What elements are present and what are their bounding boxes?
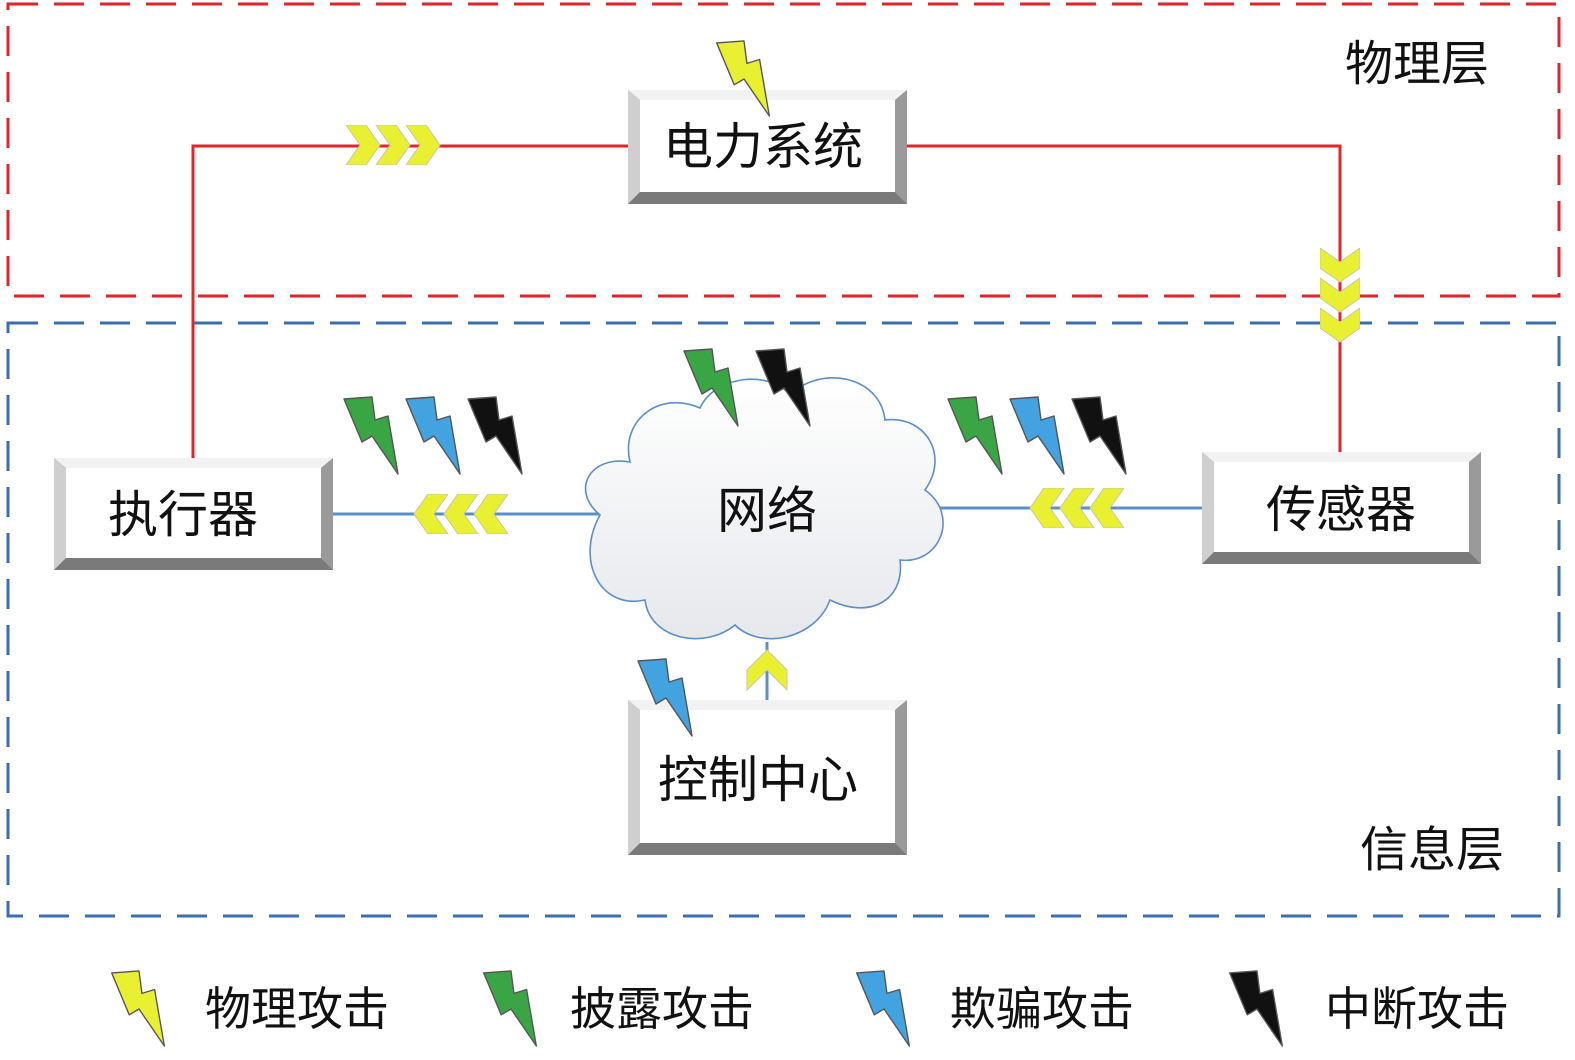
link-actuator-to-power (191, 144, 630, 458)
physical-layer-label: 物理层 (1345, 36, 1489, 92)
sensor-label: 传感器 (1266, 481, 1416, 539)
flow-chevron-top (346, 125, 441, 165)
sensor-box: 传感器 (1202, 452, 1481, 564)
lightning-blue-icon (405, 396, 461, 475)
legend-lightning-yellow-icon (110, 970, 166, 1047)
flow-chevron-left-actuator (413, 494, 508, 534)
lightning-black-icon (1071, 396, 1127, 475)
flow-chevron-up (746, 649, 788, 692)
power-system-box: 电力系统 (628, 90, 907, 204)
legend-deception-attack-label: 欺骗攻击 (950, 982, 1134, 1036)
lightning-green-icon (343, 396, 399, 475)
legend: 物理攻击 披露攻击 欺骗攻击 中断攻击 (110, 970, 1509, 1047)
legend-disclosure-attack-label: 披露攻击 (570, 982, 754, 1036)
legend-lightning-blue-icon (855, 970, 911, 1047)
network-cloud (584, 377, 944, 640)
power-system-label: 电力系统 (663, 118, 863, 176)
lightning-blue-icon (1009, 396, 1065, 475)
flow-chevron-left-sensor (1029, 488, 1124, 528)
actuator-box: 执行器 (54, 458, 333, 570)
control-center-box: 控制中心 (628, 700, 907, 855)
control-center-label: 控制中心 (658, 751, 858, 809)
actuator-label: 执行器 (108, 486, 258, 544)
information-layer-frame (6, 321, 1561, 918)
link-power-to-sensor (905, 144, 1342, 452)
legend-physical-attack-label: 物理攻击 (205, 982, 389, 1036)
network-label: 网络 (717, 482, 817, 540)
information-layer-label: 信息层 (1360, 822, 1504, 878)
flow-chevron-down (1320, 248, 1360, 343)
lightning-green-icon (947, 396, 1003, 475)
legend-lightning-black-icon (1228, 970, 1284, 1047)
legend-interruption-attack-label: 中断攻击 (1325, 982, 1509, 1036)
legend-lightning-green-icon (482, 970, 538, 1047)
lightning-black-icon (467, 396, 523, 475)
